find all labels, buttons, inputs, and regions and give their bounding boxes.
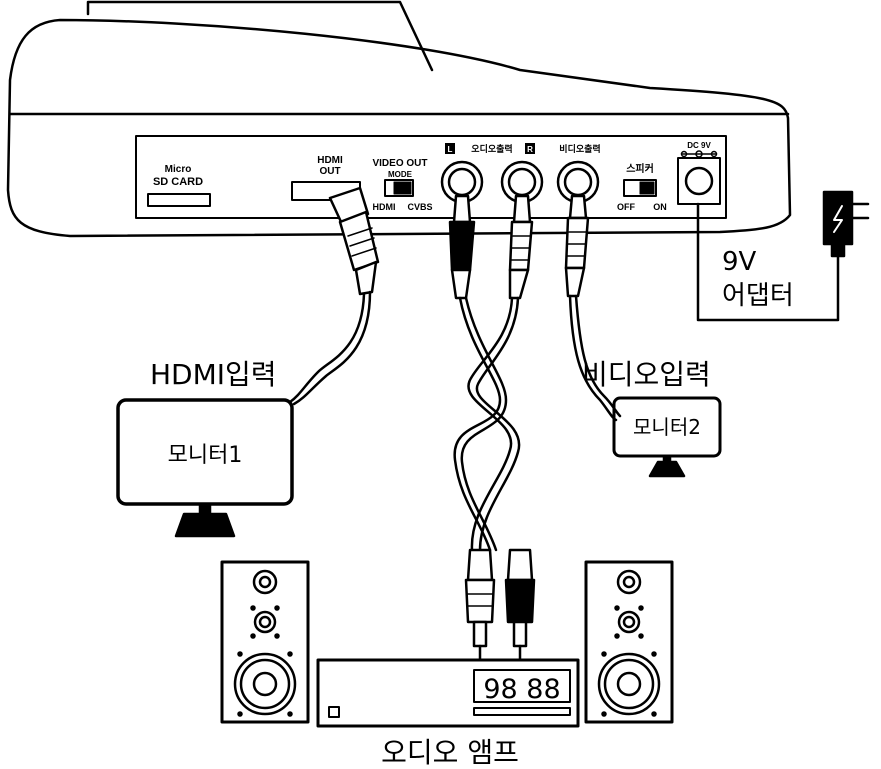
hdmi-out-label-line2: OUT	[319, 166, 340, 177]
hdmi-input-label: HDMI입력	[150, 358, 277, 391]
video-out-kr-label: 비디오출력	[559, 143, 600, 155]
audio-right-marker: R	[527, 145, 533, 154]
audio-amplifier	[316, 658, 580, 728]
speaker-on-label: ON	[653, 202, 667, 212]
adapter-label-line1: 9V	[722, 247, 757, 277]
video-input-label: 비디오입력	[582, 358, 711, 391]
amp-power-button[interactable]	[328, 706, 340, 718]
audio-cable-right	[467, 194, 534, 552]
monitor1-label: 모니터1	[168, 443, 243, 468]
speaker-switch[interactable]	[623, 179, 657, 197]
video-mode-switch[interactable]	[384, 179, 414, 197]
rear-panel	[135, 135, 727, 219]
amp-display-frame	[473, 669, 571, 703]
amp-plug-black	[504, 548, 536, 662]
speaker-off-label: OFF	[617, 202, 635, 212]
adapter-cable	[696, 202, 840, 322]
dc-jack[interactable]	[684, 166, 714, 196]
power-adapter-icon	[822, 190, 870, 258]
hdmi-out-label-line1: HDMI	[317, 155, 343, 166]
video-cable	[564, 194, 622, 422]
microsd-label-line2: SD CARD	[153, 176, 203, 188]
video-mode-cvbs-label: CVBS	[407, 202, 432, 212]
speaker-left	[220, 560, 310, 724]
amp-plug-white	[464, 548, 496, 662]
monitor2-label: 모니터2	[633, 415, 701, 439]
audio-out-label: 오디오출력	[471, 143, 512, 155]
video-mode-hdmi-label: HDMI	[373, 202, 396, 212]
video-mode-switch-knob	[393, 181, 412, 195]
video-out-label-line2: MODE	[388, 170, 413, 179]
adapter-label-line2: 어댑터	[722, 281, 794, 311]
device-outline	[6, 18, 792, 238]
device-body	[6, 0, 792, 238]
microsd-label-line1: Micro	[165, 164, 192, 175]
amp-slot	[473, 707, 571, 716]
microsd-slot[interactable]	[147, 193, 211, 207]
dc-jack-housing	[677, 157, 721, 205]
monitor1	[116, 398, 294, 538]
dc-polarity-icon	[680, 150, 718, 158]
audio-left-marker: L	[448, 145, 453, 154]
speaker-label: 스피커	[626, 162, 654, 175]
speaker-right	[584, 560, 674, 724]
audio-cable-left	[448, 194, 508, 552]
speaker-switch-knob	[639, 181, 655, 195]
device-top-arm	[86, 0, 434, 72]
audio-left-marker-box	[445, 143, 455, 154]
monitor2	[612, 396, 722, 478]
amp-display-readout: 98 88	[483, 674, 560, 705]
dc-label: DC 9V	[687, 141, 711, 150]
video-out-label-line1: VIDEO OUT	[372, 158, 427, 169]
hdmi-cable	[288, 186, 380, 406]
audio-amp-label: 오디오 앰프	[381, 736, 519, 769]
audio-right-marker-box	[525, 143, 535, 154]
